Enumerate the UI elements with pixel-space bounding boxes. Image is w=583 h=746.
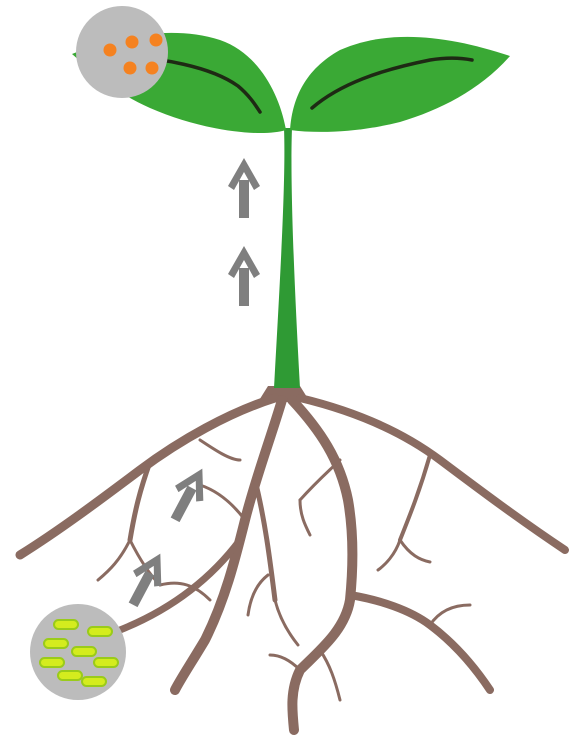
up-arrow-icon	[228, 246, 260, 306]
root-arrows	[119, 461, 216, 612]
root-mid-split-fine-2	[248, 575, 268, 615]
root-left-fine-1	[98, 540, 130, 580]
root-mid-split	[255, 480, 275, 600]
root-left-fine-3	[200, 440, 240, 460]
root-center-right-fine-1	[430, 605, 470, 625]
root-right-fine-1	[378, 540, 400, 570]
root-microbe-circle	[30, 604, 126, 700]
root-center-right	[292, 400, 352, 730]
leaf-microbe-circle	[76, 6, 168, 98]
root-center-left-fine-2	[200, 485, 245, 520]
root-center-right-fine-5	[300, 500, 310, 535]
root-right-branch	[400, 455, 430, 540]
root-right-fine-2	[400, 540, 430, 562]
root-mid-split-fine	[275, 600, 298, 645]
up-arrow-icon	[119, 546, 174, 612]
up-arrow-icon	[161, 461, 216, 527]
root-center-right-fine-2	[320, 650, 340, 700]
up-arrow-icon	[228, 158, 260, 218]
stem-arrows	[228, 158, 260, 306]
root-center-right-fine-4	[300, 460, 340, 500]
root-center-right-fine-3	[270, 655, 300, 670]
root-center-right-branch-1	[350, 595, 490, 690]
stem	[274, 128, 300, 388]
leaf-right	[290, 37, 510, 132]
